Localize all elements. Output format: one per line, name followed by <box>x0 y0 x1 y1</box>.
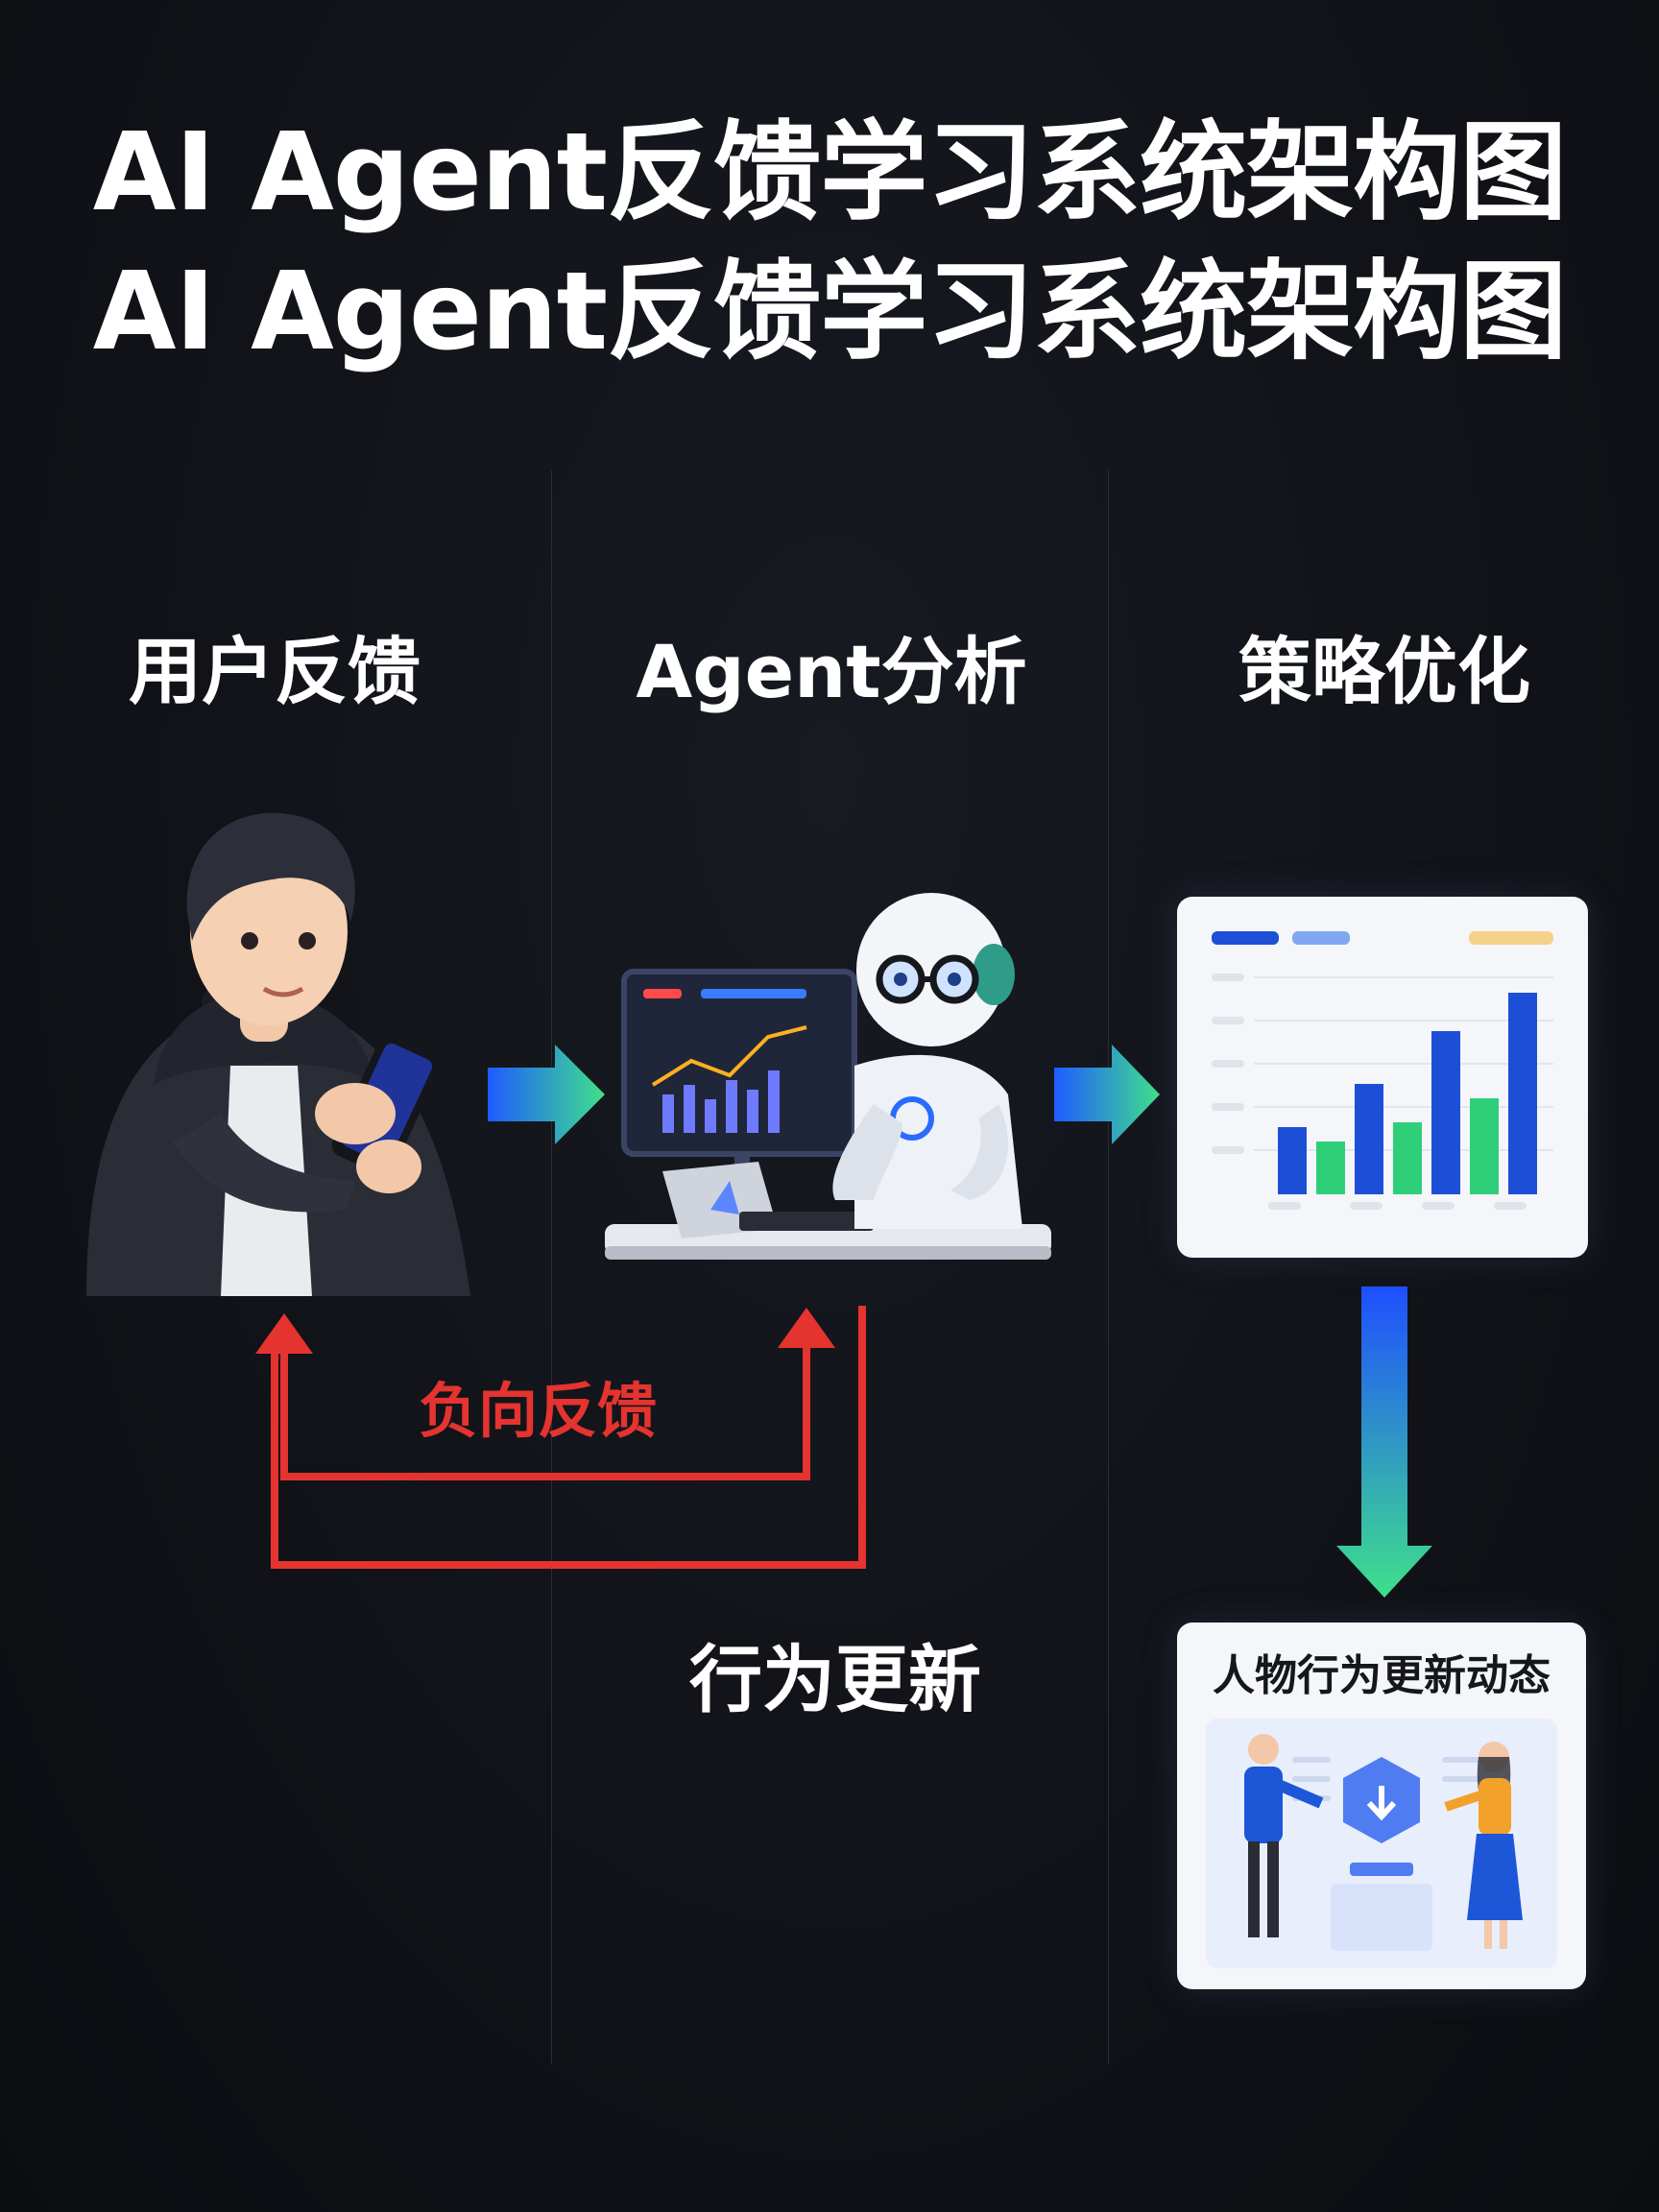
negative-feedback-loop <box>271 1306 866 1569</box>
column-label-user-feedback: 用户反馈 <box>129 629 421 714</box>
column-label-strategy-optimization: 策略优化 <box>1238 629 1530 714</box>
flow-arrow-user-to-agent <box>488 1045 605 1144</box>
bar-chart-dashboard-icon <box>1177 897 1588 1258</box>
user-with-phone-icon <box>86 812 470 1296</box>
column-label-agent-analysis: Agent分析 <box>636 629 1027 714</box>
flow-arrow-strategy-to-result <box>1336 1286 1432 1598</box>
robot-analyst-icon <box>605 893 1051 1260</box>
behavior-update-card: 人物行为更新动态 <box>1177 1623 1586 1989</box>
people-discussion-icon <box>1206 1719 1557 1968</box>
negative-feedback-label: 负向反馈 <box>418 1376 657 1446</box>
loop-arrowhead-agent <box>778 1308 835 1348</box>
page-title-repeat: AI Agent反馈学习系统架构图 <box>92 250 1567 374</box>
behavior-update-card-title: 人物行为更新动态 <box>1213 1651 1551 1700</box>
column-divider-right <box>1108 470 1109 2064</box>
page-title: AI Agent反馈学习系统架构图 <box>92 110 1567 235</box>
behavior-update-label: 行为更新 <box>689 1637 981 1722</box>
flow-arrow-agent-to-strategy <box>1054 1045 1160 1144</box>
column-divider-left <box>551 470 552 2064</box>
loop-arrowhead-user <box>255 1313 313 1354</box>
